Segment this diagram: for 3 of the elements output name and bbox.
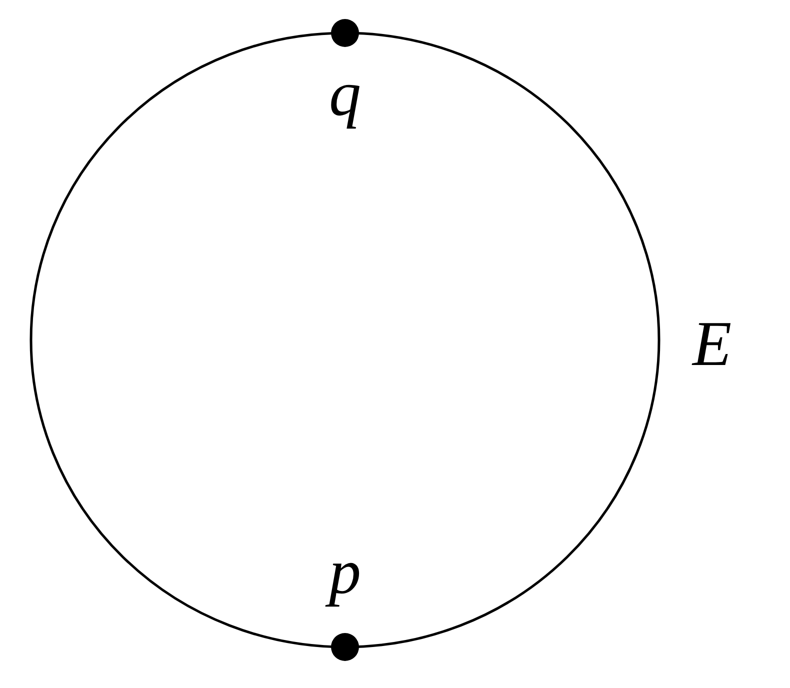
curve-label: E (692, 312, 732, 376)
point-marker (331, 633, 359, 661)
point-marker (331, 19, 359, 47)
